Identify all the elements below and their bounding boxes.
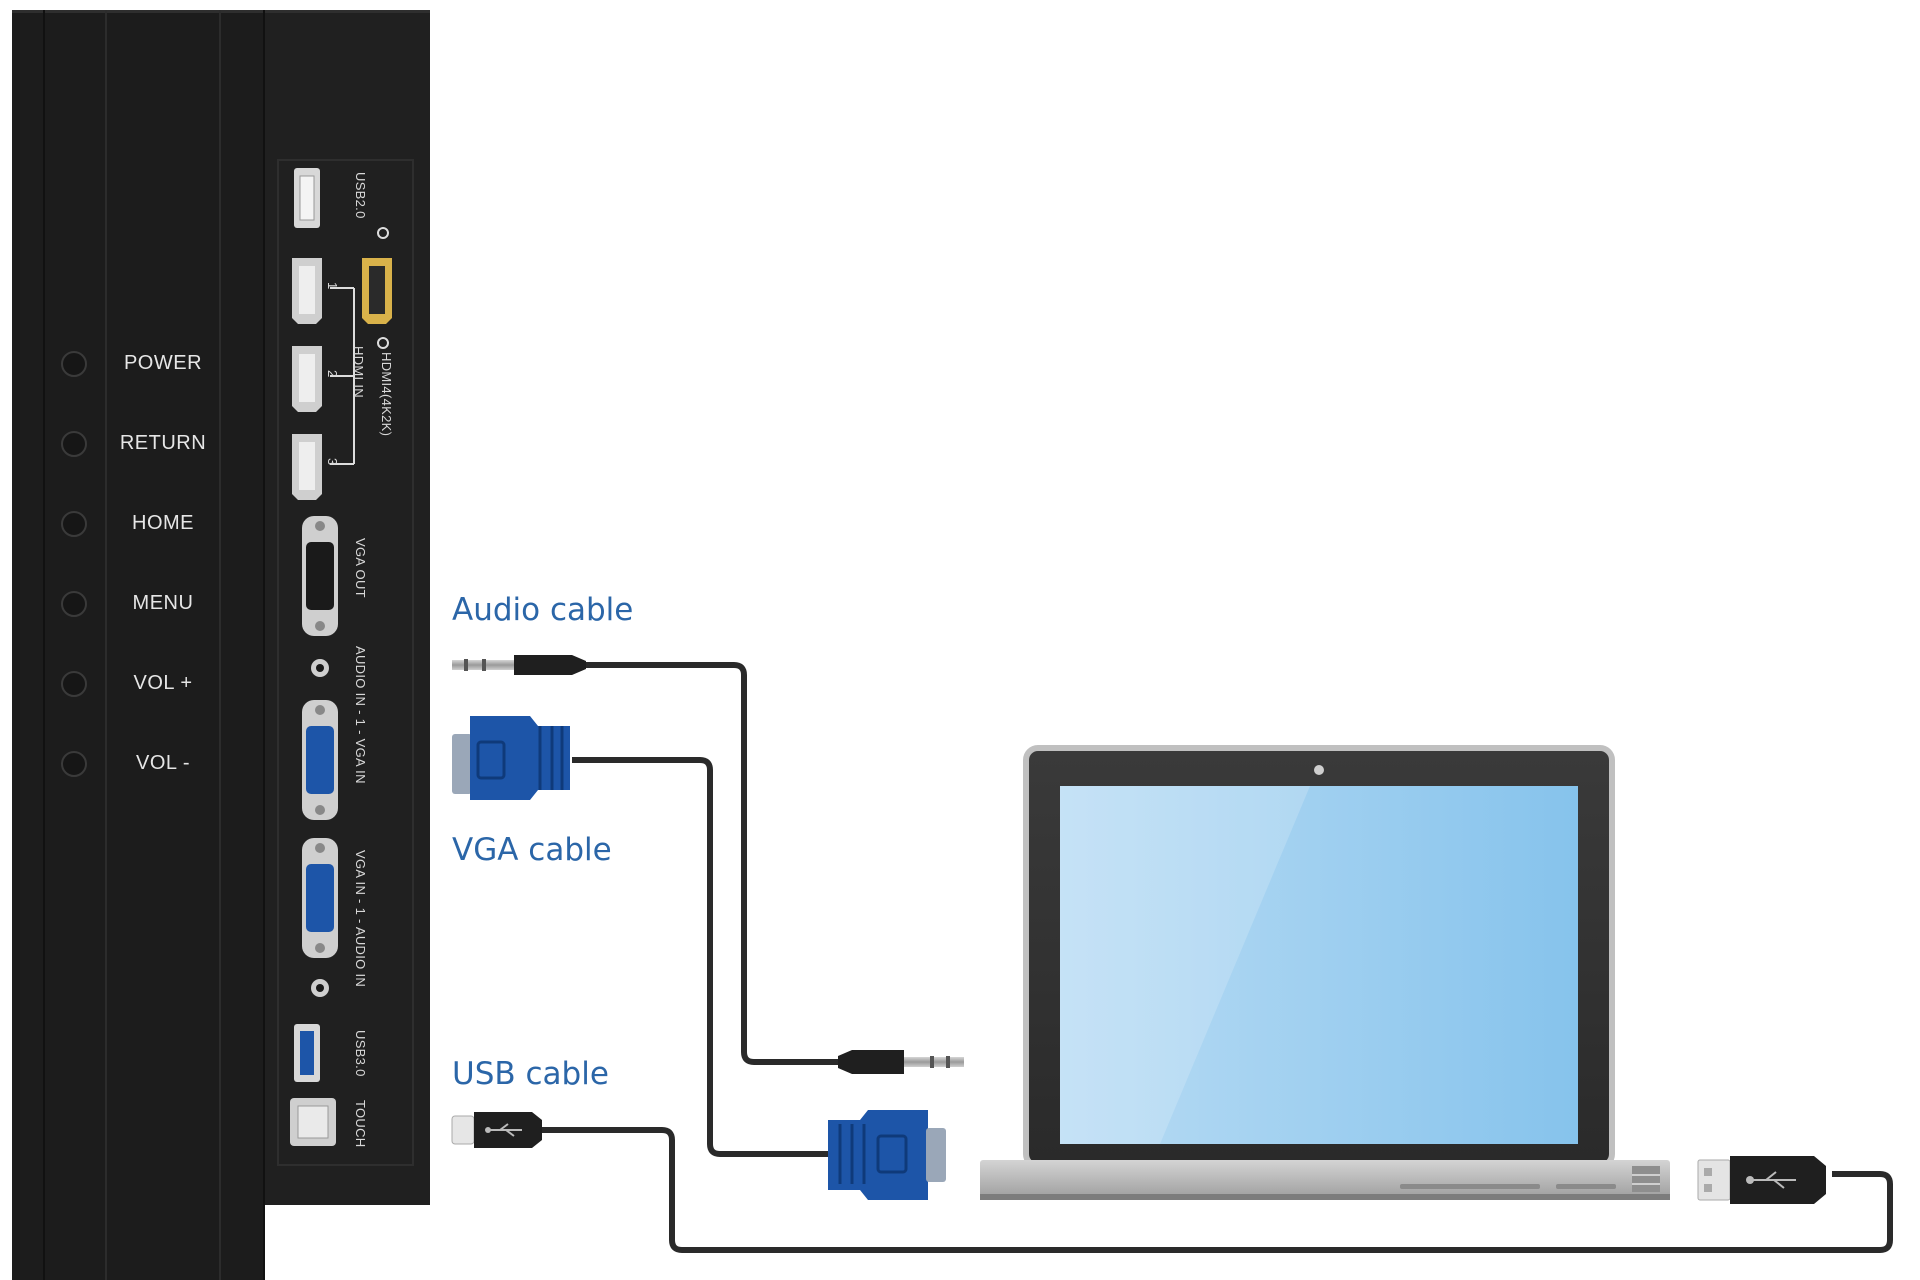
port-label-hdmi-2: 2: [325, 370, 340, 378]
port-label-hdmi-4k: HDMI4(4K2K): [379, 352, 394, 437]
port-audio-in-2: [311, 979, 329, 997]
return-button-icon[interactable]: [61, 431, 87, 457]
label-home: HOME: [132, 512, 194, 534]
label-menu: MENU: [132, 592, 194, 614]
port-hdmi-3: [292, 434, 322, 500]
label-vol-up: VOL +: [133, 672, 193, 694]
vga-connector-right: [828, 1110, 946, 1200]
port-label-touch: TOUCH: [353, 1100, 368, 1148]
port-label-usb20: USB2.0: [353, 172, 368, 219]
port-usb30: [294, 1024, 320, 1082]
port-vga-in-2: [302, 838, 338, 958]
audio-cable-wire: [585, 662, 838, 1065]
port-label-vga-out: VGA OUT: [353, 538, 368, 598]
usb-plug-left: [451, 1112, 542, 1148]
usb-cable-label: USB cable: [452, 1056, 609, 1092]
port-label-audio-vga-1: AUDIO IN - 1 - VGA IN: [353, 646, 368, 784]
audio-plug-right: [838, 1050, 964, 1074]
audio-cable-label: Audio cable: [452, 592, 634, 628]
laptop: [980, 745, 1670, 1200]
audio-plug-left: [452, 655, 586, 675]
usb-cable-wire: [540, 1127, 1893, 1253]
port-audio-in-1: [311, 659, 329, 677]
port-hdmi-1: [292, 258, 322, 324]
hdmi-bracket: [330, 287, 355, 465]
port-label-usb30: USB3.0: [353, 1030, 368, 1077]
port-label-hdmi-3: 3: [325, 458, 340, 466]
port-label-vga-audio-2: VGA IN - 1 - AUDIO IN: [353, 850, 368, 988]
vga-connector-left: [452, 716, 570, 800]
port-label-hdmi-in: HDMI IN: [351, 346, 366, 398]
port-vga-out: [302, 516, 338, 636]
port-usb20: [294, 168, 320, 228]
label-return: RETURN: [119, 432, 207, 454]
port-label-hdmi-1: 1: [325, 282, 340, 290]
power-button-icon[interactable]: [61, 351, 87, 377]
port-hdmi-2: [292, 346, 322, 412]
label-vol-down: VOL -: [136, 752, 190, 774]
label-power: POWER: [123, 352, 203, 374]
menu-button-icon[interactable]: [61, 591, 87, 617]
vol-down-button-icon[interactable]: [61, 751, 87, 777]
home-button-icon[interactable]: [61, 511, 87, 537]
port-vga-in-1: [302, 700, 338, 820]
port-touch-usb-b: [290, 1098, 336, 1146]
vga-cable-wire: [572, 757, 828, 1157]
display-panel: [12, 10, 430, 1280]
port-hdmi-4k: [362, 227, 392, 349]
vga-cable-label: VGA cable: [452, 832, 612, 868]
laptop-screen: [1060, 786, 1578, 1144]
usb-plug-right: [1697, 1156, 1826, 1204]
vol-up-button-icon[interactable]: [61, 671, 87, 697]
